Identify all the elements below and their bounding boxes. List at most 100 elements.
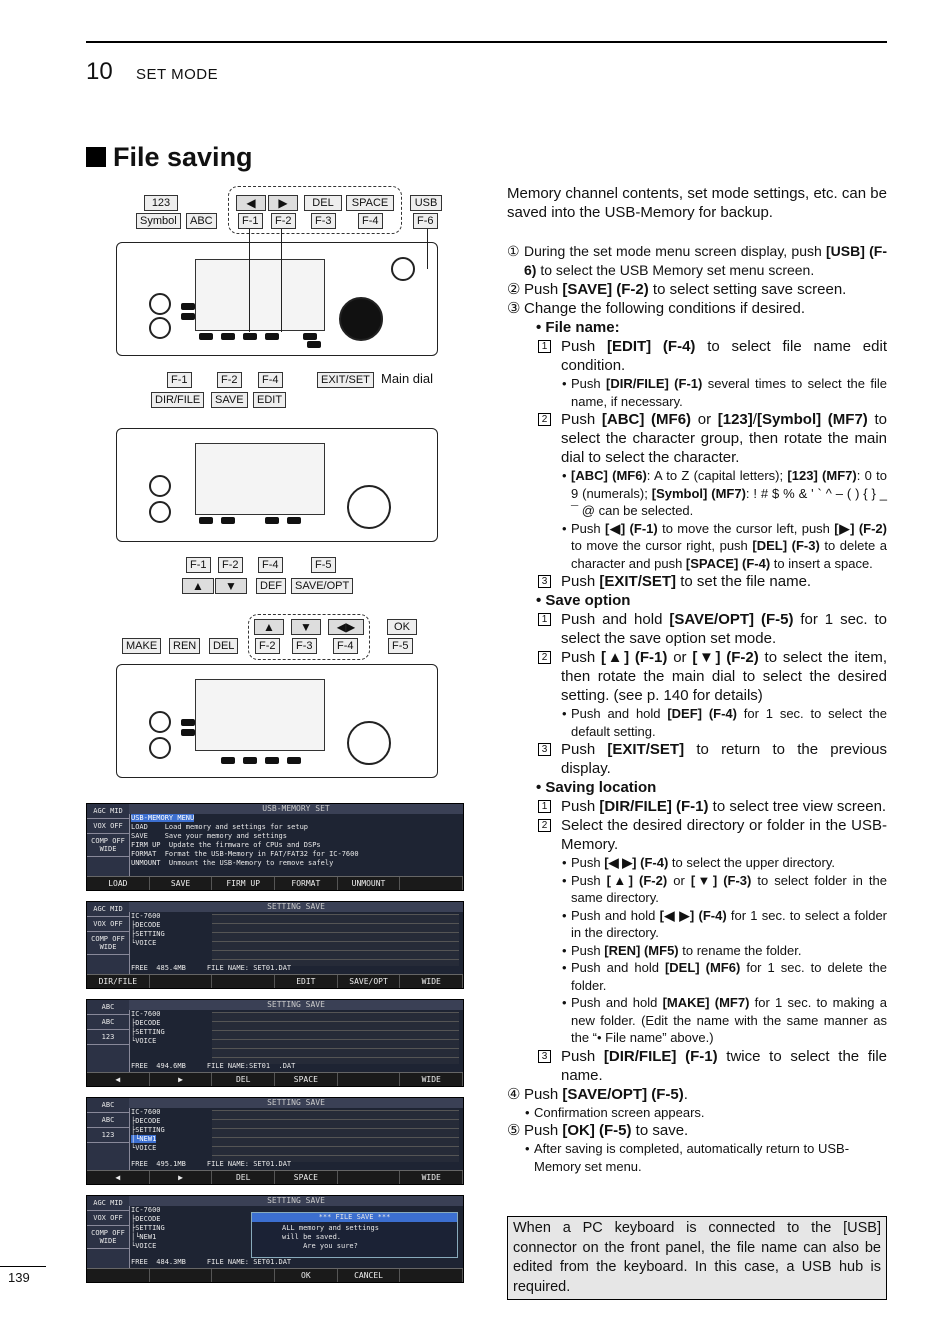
key-save-opt: SAVE/OPT: [291, 578, 354, 594]
note: • After saving is completed, automaticall…: [507, 1140, 887, 1175]
note: •Push [◀ ▶] (F-4) to select the upper di…: [507, 854, 887, 872]
key-f4: F-4: [258, 372, 283, 388]
key-f1: F-1: [238, 213, 263, 229]
step-text: to return to the previous display.: [561, 741, 887, 777]
mf-button: [181, 719, 195, 726]
step-text: Push: [524, 1122, 563, 1139]
radio-front-panel: [116, 664, 438, 778]
lcd-title: SETTING SAVE: [129, 1000, 463, 1010]
confirm-dialog: *** FILE SAVE *** ALL memory and setting…: [251, 1212, 458, 1258]
radio-display: [195, 259, 325, 331]
bullet: •: [562, 942, 567, 958]
step-text: Push: [524, 1085, 563, 1103]
fbar-item: EDIT: [275, 975, 338, 988]
lcd-title: USB-MEMORY SET: [129, 804, 463, 814]
fbar-item: SAVE/OPT: [338, 975, 401, 988]
key-def: DEF: [256, 578, 286, 594]
bullet: •: [562, 855, 567, 870]
fbar-cancel: CANCEL: [338, 1269, 401, 1282]
header-rule: [86, 41, 887, 43]
step-text: Push: [561, 338, 607, 355]
step-text: /: [752, 411, 757, 428]
step-key: [SAVE/OPT] (F-5): [669, 611, 794, 628]
substep-number: 1: [538, 613, 551, 626]
key-down: ▼: [215, 578, 247, 594]
key-f2: F-2: [255, 638, 280, 654]
bullet: •: [562, 995, 567, 1010]
lcd-usb-memory-set: AGC MID VOX OFF COMP OFF WIDE USB-MEMORY…: [86, 803, 464, 891]
side-item: AGC MID: [87, 804, 129, 819]
mf-button: [181, 303, 195, 310]
step-key: [ABC] (MF6): [601, 411, 692, 428]
note-key: [Symbol] (MF7): [651, 485, 746, 501]
side-item: 123: [87, 1030, 129, 1045]
tree-item: └VOICE: [131, 939, 157, 947]
main-dial: [339, 297, 383, 341]
f-button: [303, 333, 317, 340]
note: •Push and hold [MAKE] (MF7) for 1 sec. t…: [507, 994, 887, 1047]
note-text: for 1 sec. to select a folder in the dir…: [571, 907, 887, 941]
lcd-file-save-confirm: AGC MID VOX OFF COMP OFF WIDE SETTING SA…: [86, 1195, 464, 1283]
step-key: [EDIT] (F-4): [606, 338, 696, 355]
key-f1: F-1: [167, 372, 192, 388]
lcd-line: SAVE Save your memory and settings: [131, 832, 287, 840]
step-key: [▲] (F-1): [601, 649, 668, 666]
intro-paragraph: Memory channel contents, set mode settin…: [507, 185, 887, 221]
note-key: [DEL] (MF6): [664, 960, 741, 975]
section-title: File saving: [86, 142, 253, 173]
step-text: Push: [561, 649, 601, 666]
lcd-status: FREE 495.1MB FILE NAME: SET01.DAT: [131, 1160, 292, 1168]
step-text: to set the file name.: [676, 573, 812, 590]
key-dir-file: DIR/FILE: [151, 392, 205, 408]
f-button: [221, 333, 235, 340]
note-text: for 1 sec. to select the default setting…: [571, 706, 887, 739]
step-text: to select setting save screen.: [648, 281, 847, 298]
note-text: Push and hold: [571, 960, 665, 975]
f-button: [265, 757, 279, 764]
step-text: Push: [561, 741, 608, 758]
step-text: to select the USB Memory set menu screen…: [536, 262, 815, 278]
knob: [149, 711, 171, 733]
step-text: Select the desired directory or folder i…: [561, 817, 887, 853]
knob: [149, 317, 171, 339]
knob: [149, 501, 171, 523]
note-key: [▲] (F-2): [606, 872, 668, 888]
lcd-setting-save-1: AGC MID VOX OFF COMP OFF WIDE SETTING SA…: [86, 901, 464, 989]
lcd-tree: IC-7600 ├DECODE ├SETTING │└NEW1 └VOICE: [131, 1206, 461, 1251]
note-text: Push: [571, 872, 607, 888]
note-text: Push: [571, 520, 606, 536]
note-text: After saving is completed, automatically…: [534, 1141, 850, 1174]
key-make: MAKE: [122, 638, 162, 654]
leader-line: [427, 229, 428, 269]
note-key: [DIR/FILE] (F-1): [606, 376, 703, 391]
note-text: several times to select the file name, i…: [571, 376, 887, 409]
note-text: for 1 sec. to making a new folder. (Edit…: [571, 995, 887, 1045]
fbar-item: SPACE: [275, 1171, 338, 1184]
note-key: [REN] (MF5): [604, 942, 679, 958]
note-key: [SPACE] (F-4): [685, 555, 771, 571]
note-text: Push: [571, 855, 605, 870]
tree-item: ├SETTING: [131, 1224, 165, 1232]
step-text: Push: [561, 573, 600, 590]
key-left: ◀: [236, 195, 266, 211]
f-button: [287, 517, 301, 524]
note-text: to delete a character and push: [571, 538, 888, 571]
fbar-item: WIDE: [400, 1171, 463, 1184]
key-symbol: Symbol: [136, 213, 181, 229]
note-text: to insert a space.: [770, 555, 873, 571]
bullet: •: [562, 872, 567, 888]
f-button: [243, 333, 257, 340]
step-number: ④: [507, 1085, 521, 1103]
f-button: [221, 517, 235, 524]
key-usb: USB: [410, 195, 442, 211]
bullet: •: [562, 706, 567, 721]
radio-display: [195, 443, 325, 515]
bullet: •: [525, 1141, 530, 1156]
footer-rule: [0, 1266, 46, 1267]
